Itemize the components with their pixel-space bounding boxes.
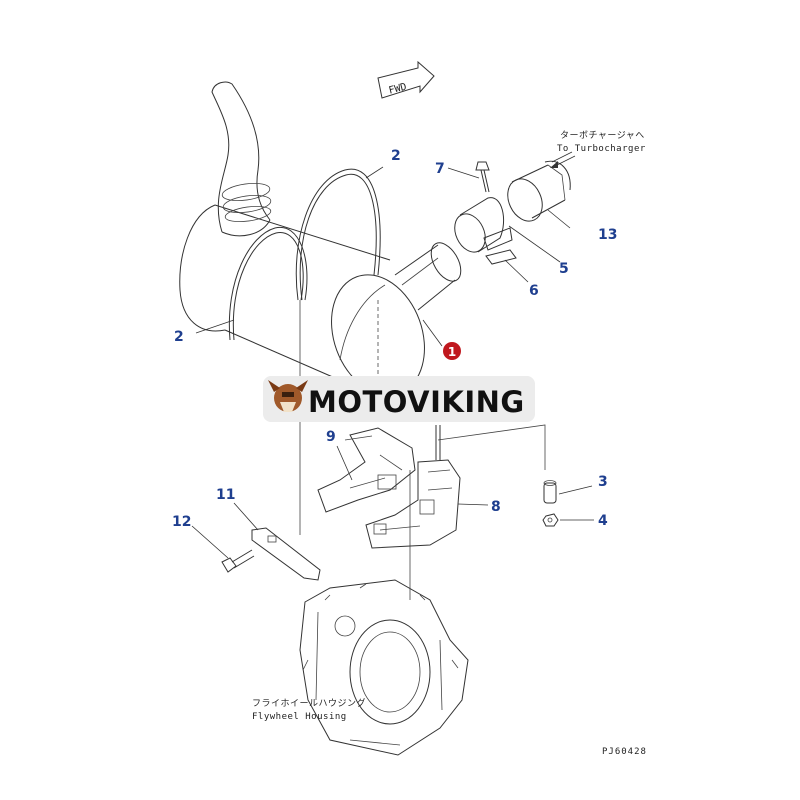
collar	[543, 480, 557, 504]
flywheel-note-en: Flywheel Housing	[252, 712, 347, 722]
watermark-text: MOTOVIKING	[308, 385, 525, 419]
callout-2-lower: 2	[174, 329, 184, 345]
exhaust-stack	[211, 81, 272, 237]
leader-lines	[191, 151, 594, 559]
turbo-connector-pipe	[507, 160, 571, 222]
callout-11: 11	[216, 487, 235, 503]
callout-6: 6	[529, 283, 539, 299]
viking-logo	[268, 380, 308, 412]
fwd-label: FWD	[388, 82, 408, 97]
spacer-block	[485, 249, 517, 265]
flywheel-note: フライホイールハウジング Flywheel Housing	[252, 697, 366, 722]
drawing-code: PJ60428	[602, 747, 647, 757]
clamp-bolt	[475, 161, 490, 193]
callout-4: 4	[598, 513, 608, 529]
routing-lines	[299, 300, 546, 600]
callout-7: 7	[435, 161, 445, 177]
mount-stud	[435, 425, 441, 460]
callout-12: 12	[172, 514, 191, 530]
callout-13: 13	[598, 227, 617, 243]
nut	[542, 513, 559, 527]
watermark-banner: MOTOVIKING	[263, 376, 535, 422]
callout-5: 5	[559, 261, 569, 277]
turbo-note-jp: ターボチャージャへ	[560, 130, 645, 141]
strap-plate	[251, 527, 321, 581]
mounting-bolt	[221, 549, 255, 573]
bracket-upper	[317, 427, 416, 513]
bracket-lower	[365, 459, 461, 549]
callout-2-upper: 2	[391, 148, 401, 164]
turbo-note-en: To Turbocharger	[557, 144, 646, 154]
flywheel-housing	[299, 579, 469, 756]
callout-9: 9	[326, 429, 336, 445]
turbo-note: ターボチャージャへ To Turbocharger	[550, 130, 646, 168]
callout-1: 1	[448, 345, 456, 359]
highlight-marker	[443, 342, 461, 360]
flywheel-note-jp: フライホイールハウジング	[252, 697, 366, 709]
callout-3: 3	[598, 474, 608, 490]
callouts: 1 2 2 3 4 5 6 7 8 9 11 12 13	[172, 148, 617, 530]
callout-8: 8	[491, 499, 501, 515]
u-bolt-rear	[228, 226, 308, 341]
clamp	[454, 197, 513, 253]
forward-direction-arrow: FWD	[377, 60, 435, 99]
